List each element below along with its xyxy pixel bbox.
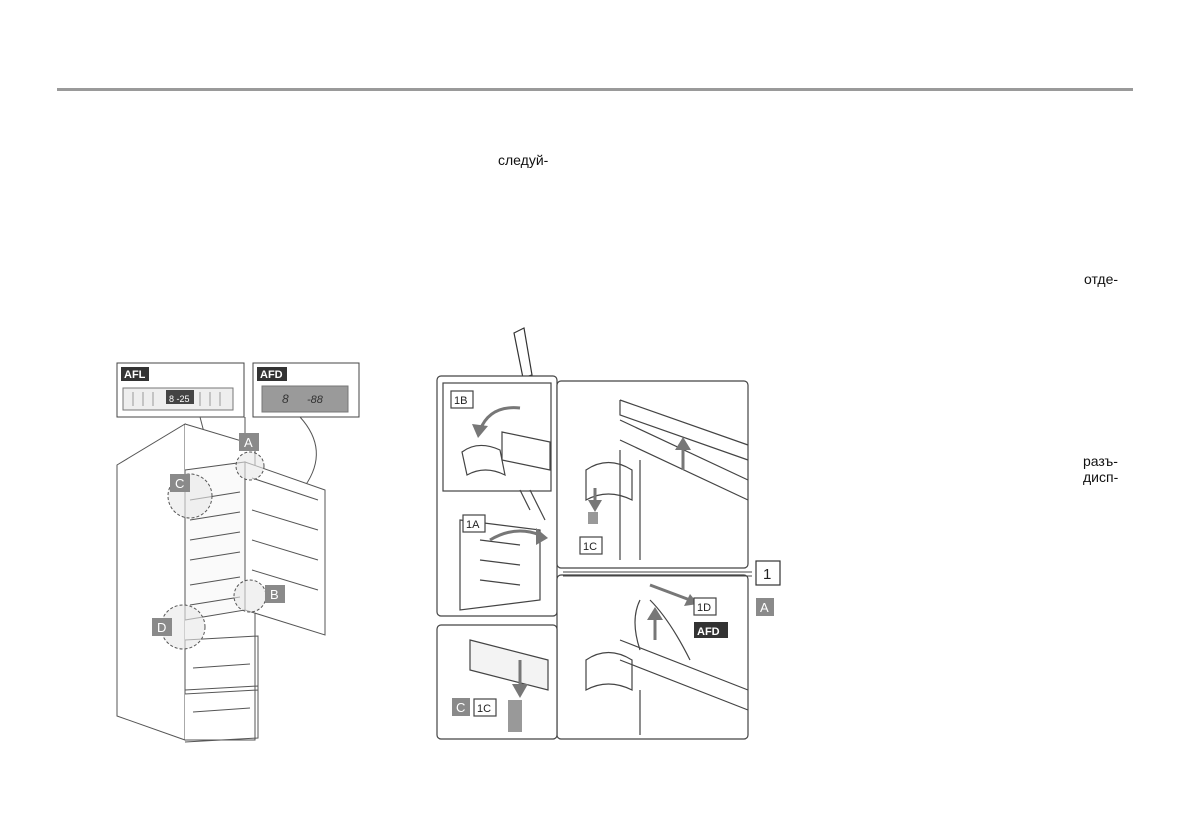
callout-c-label: C: [175, 476, 184, 491]
afd-badge: [257, 367, 287, 381]
text-fragment-3: разъ- дисп-: [1083, 453, 1118, 485]
callout-d-badge: [152, 618, 172, 636]
steps-illustration: [436, 327, 781, 740]
step-1a-label: 1A: [466, 519, 480, 531]
c-badge: [452, 698, 470, 716]
step-1c-box: [579, 536, 603, 555]
callout-b-badge: [265, 585, 285, 603]
text-fragment-1: следуй-: [498, 152, 549, 168]
top-divider: [57, 88, 1133, 91]
afl-label: AFL: [124, 369, 146, 381]
afd-step-label: AFD: [697, 626, 720, 638]
step-1c-label: 1C: [583, 541, 597, 553]
afd-display: 8: [282, 392, 289, 406]
afd-display-2: -88: [307, 394, 324, 406]
afl-display: 8 -25: [169, 394, 190, 404]
c-badge-label: C: [456, 700, 465, 715]
step-1b-label: 1B: [454, 395, 467, 407]
callout-b-label: B: [270, 587, 279, 602]
side-letter: A: [760, 600, 769, 615]
step-number: 1: [763, 566, 771, 583]
afd-step-badge: [694, 622, 728, 638]
side-letter-badge: [756, 598, 774, 616]
callout-a-label: A: [244, 435, 253, 450]
step-1c-box-2: [473, 698, 497, 717]
text-fragment-3b: дисп-: [1083, 469, 1119, 485]
callout-a-badge: [239, 433, 259, 451]
afl-badge: [121, 367, 149, 381]
step-1d-label: 1D: [697, 602, 711, 614]
callout-d-label: D: [157, 620, 166, 635]
step-1a-box: [462, 514, 486, 533]
step-1d-box: [693, 597, 717, 616]
callout-c-badge: [170, 474, 190, 492]
text-fragment-3a: разъ-: [1083, 453, 1118, 469]
afd-label: AFD: [260, 369, 283, 381]
step-number-box: [755, 560, 781, 586]
fridge-illustration: [116, 362, 360, 743]
step-1c-label-2: 1C: [477, 703, 491, 715]
step-1b-box: [450, 390, 474, 409]
text-fragment-2: отде-: [1084, 271, 1119, 287]
